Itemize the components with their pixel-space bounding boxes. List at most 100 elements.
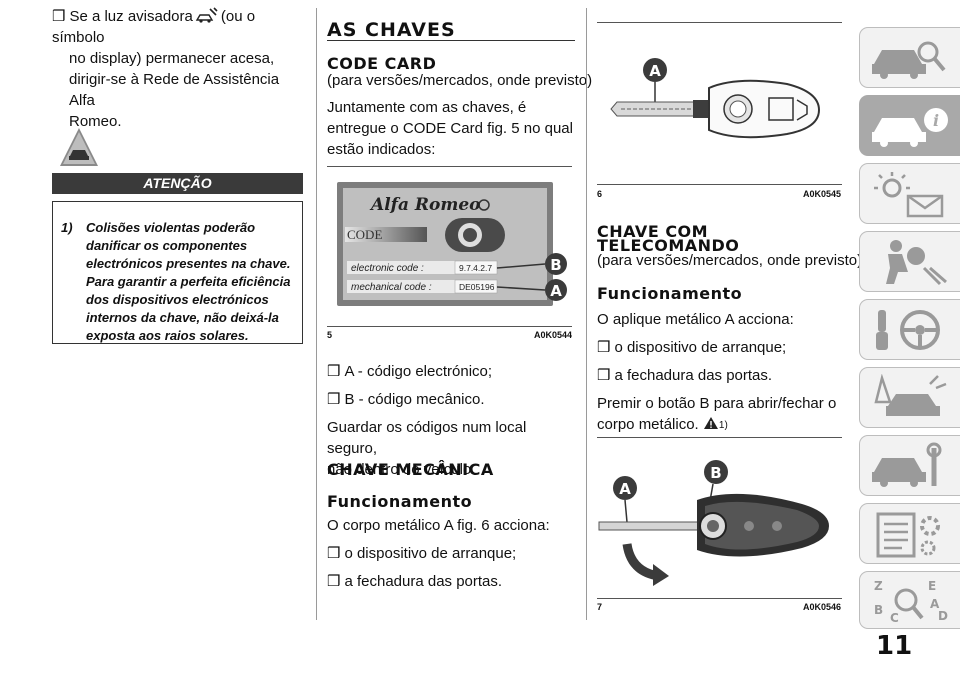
- tab-key-steering[interactable]: [859, 299, 960, 360]
- figure-number: 7: [597, 602, 603, 612]
- code-card-subtitle: (para versões/mercados, onde previsto): [327, 72, 593, 89]
- function-item: o dispositivo de arranque;: [614, 339, 787, 356]
- warning-title-bar: ATENÇÃO: [52, 173, 303, 194]
- press-line: corpo metálico.: [597, 416, 699, 433]
- tab-emergency[interactable]: [859, 367, 960, 428]
- section-title: AS CHAVES: [327, 19, 456, 41]
- tab-warning-lights[interactable]: [859, 163, 960, 224]
- intro-line: Juntamente com as chaves, é: [327, 99, 527, 116]
- specs-settings-icon: [876, 512, 940, 558]
- marker-a: A: [550, 282, 562, 300]
- warning-number: 1): [61, 220, 73, 235]
- svg-text:Z: Z: [874, 579, 883, 593]
- marker-b: B: [550, 256, 561, 274]
- checkbox-bullet-icon: ❒: [327, 545, 341, 562]
- marker-a: A: [619, 480, 631, 498]
- svg-text:B: B: [874, 603, 883, 617]
- code-card-figure: Alfa Romeo CODE electronic code : 9.7.4.…: [337, 182, 567, 306]
- card-brand-text: Alfa Romeo: [369, 195, 481, 215]
- electronic-code-label: electronic code :: [351, 263, 424, 274]
- remote-key-heading-2: TELECOMANDO: [597, 236, 740, 255]
- svg-text:i: i: [933, 111, 939, 130]
- figure-code: A0K0545: [803, 189, 842, 199]
- figure-code: A0K0546: [803, 602, 842, 612]
- tab-maintenance[interactable]: [859, 435, 960, 496]
- warning-line: danificar os componentes: [86, 238, 248, 253]
- figure-bottom-rule: [597, 598, 842, 599]
- tab-car-search[interactable]: [859, 27, 960, 88]
- code-items: ❒A - código electrónico; ❒B - código mec…: [327, 361, 577, 480]
- mechanical-key-figure: A: [610, 58, 821, 139]
- store-line: não dentro do veículo.: [327, 461, 476, 478]
- slippery-road-warning-icon: [60, 128, 98, 166]
- code-card-heading: CODE CARD: [327, 54, 437, 73]
- function-intro: O aplique metálico A acciona:: [597, 311, 794, 328]
- svg-text:A: A: [930, 597, 940, 611]
- remote-key-heading: CHAVE COM: [597, 222, 709, 241]
- warning-lights-icon: [874, 172, 944, 218]
- bullet-line: no display) permanecer acesa,: [69, 50, 275, 67]
- remote-subtitle: (para versões/mercados, onde previsto): [597, 252, 863, 269]
- bullet-text-after-icon: (ou o símbolo: [52, 8, 256, 46]
- checkbox-bullet-icon: ❒: [597, 367, 611, 384]
- emergency-car-icon: [874, 374, 947, 416]
- warning-text: Colisões violentas poderão danificar os …: [61, 219, 312, 345]
- figure-bottom-rule: [327, 326, 572, 327]
- column-divider: [316, 8, 317, 620]
- tab-car-info[interactable]: i: [859, 95, 960, 156]
- intro-line: estão indicados:: [327, 141, 436, 158]
- warning-light-bullet: ❒Se a luz avisadora(ou o símbolo no disp…: [52, 6, 302, 132]
- code-item: A - código electrónico;: [344, 363, 493, 380]
- figure-number: 5: [327, 330, 333, 340]
- warning-line: exposta aos raios solares.: [86, 328, 249, 343]
- checkbox-bullet-icon: ❒: [327, 573, 341, 590]
- bullet-text-start: Se a luz avisadora: [69, 8, 193, 25]
- mechanical-code-label: mechanical code :: [351, 282, 432, 293]
- remote-key-figure: A B: [598, 460, 829, 586]
- warning-reference: 1): [718, 420, 728, 431]
- checkbox-bullet-icon: ❒: [52, 8, 66, 25]
- marker-a: A: [649, 62, 661, 80]
- figure-number: 6: [597, 189, 603, 199]
- car-info-icon: i: [872, 108, 948, 147]
- key-steering-icon: [876, 310, 940, 350]
- code-item: B - código mecânico.: [344, 391, 485, 408]
- code-card-intro: Juntamente com as chaves, é entregue o C…: [327, 97, 573, 160]
- figure-top-rule: [597, 22, 842, 23]
- bullet-line: Romeo.: [69, 113, 122, 130]
- warning-line: Para garantir a perfeita eficiência: [86, 274, 291, 289]
- svg-text:E: E: [928, 579, 936, 593]
- figure-bottom-rule: [597, 184, 842, 185]
- checkbox-bullet-icon: ❒: [327, 363, 341, 380]
- figure-top-rule: [597, 437, 842, 438]
- warning-line: Colisões violentas poderão: [86, 220, 256, 235]
- bullet-line: dirigir-se à Rede de Assistência Alfa: [69, 71, 280, 109]
- warning-line: internos da chave, não deixá-la: [86, 310, 279, 325]
- function-item: o dispositivo de arranque;: [344, 545, 517, 562]
- service-spanner-icon: [195, 7, 218, 23]
- page-number: 11: [876, 631, 913, 661]
- tab-airbag-seat[interactable]: [859, 231, 960, 292]
- title-rule: [327, 40, 575, 41]
- function-heading: Funcionamento: [327, 492, 473, 511]
- function-item: a fechadura das portas.: [614, 367, 773, 384]
- svg-text:C: C: [890, 611, 899, 625]
- electronic-code-value: 9.7.4.2.7: [459, 263, 492, 273]
- function-heading: Funcionamento: [597, 284, 743, 303]
- store-line: Guardar os códigos num local seguro,: [327, 419, 527, 457]
- mechanical-function-text: O corpo metálico A fig. 6 acciona: ❒o di…: [327, 515, 577, 592]
- checkbox-bullet-icon: ❒: [597, 339, 611, 356]
- marker-b: B: [710, 464, 721, 482]
- car-maintenance-icon: [872, 442, 942, 487]
- intro-line: entregue o CODE Card fig. 5 no qual: [327, 120, 573, 137]
- press-line: Premir o botão B para abrir/fechar o: [597, 395, 837, 412]
- figure-top-rule: [327, 166, 572, 167]
- airbag-seat-icon: [886, 240, 947, 286]
- tab-specs[interactable]: [859, 503, 960, 564]
- card-code-word: CODE: [347, 227, 382, 242]
- mechanical-code-value: DE05196: [459, 282, 495, 292]
- warning-line: electrónicos presentes na chave.: [86, 256, 291, 271]
- function-intro: O corpo metálico A fig. 6 acciona:: [327, 517, 550, 534]
